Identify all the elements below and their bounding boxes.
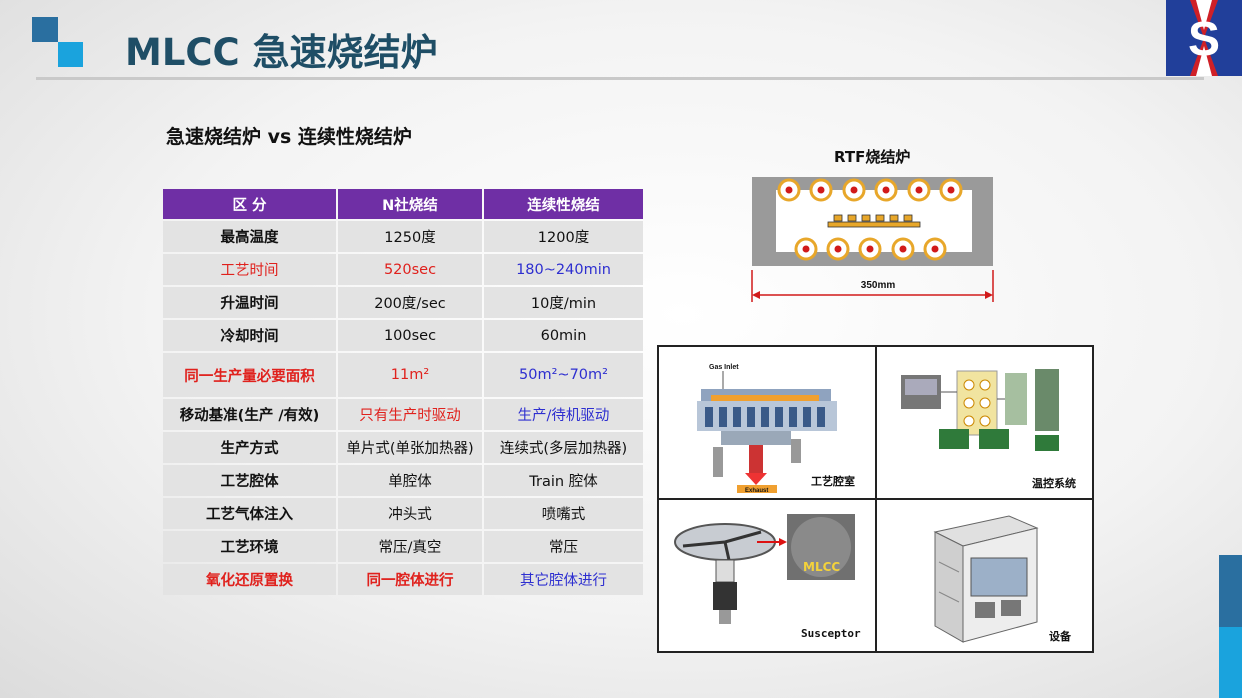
table-row: 同一生产量必要面积 11m² 50m²~70m² (163, 353, 643, 397)
temperature-control-image (901, 369, 1059, 451)
row-label: 工艺气体注入 (163, 498, 336, 529)
table-header-row: 区 分 N社烧结 连续性烧结 (163, 189, 643, 219)
row-label: 氧化还原置换 (163, 564, 336, 595)
page-title: MLCC 急速烧结炉 (125, 31, 438, 74)
row-label: 移动基准(生产 /有效) (163, 399, 336, 430)
row-value-b: 180~240min (484, 254, 643, 285)
equipment-image (933, 515, 1039, 643)
row-value-a: 11m² (338, 353, 482, 397)
table-row: 冷却时间 100sec 60min (163, 320, 643, 351)
table-row: 工艺环境 常压/真空 常压 (163, 531, 643, 562)
row-label: 同一生产量必要面积 (163, 353, 336, 397)
table-row: 工艺时间 520sec 180~240min (163, 254, 643, 285)
table-row: 生产方式 单片式(单张加热器) 连续式(多层加热器) (163, 432, 643, 463)
top-heater-lamps (777, 178, 963, 202)
row-value-a: 常压/真空 (338, 531, 482, 562)
row-value-b: 50m²~70m² (484, 353, 643, 397)
row-value-a: 同一腔体进行 (338, 564, 482, 595)
table-row: 工艺腔体 单腔体 Train 腔体 (163, 465, 643, 496)
svg-text:S: S (1188, 13, 1220, 66)
table-row: 移动基准(生产 /有效) 只有生产时驱动 生产/待机驱动 (163, 399, 643, 430)
row-value-b: 连续式(多层加热器) (484, 432, 643, 463)
row-value-a: 1250度 (338, 221, 482, 252)
caption-temperature-control: 温控系统 (1032, 477, 1076, 490)
header-continuous-sintering: 连续性烧结 (484, 189, 643, 219)
row-value-a: 单腔体 (338, 465, 482, 496)
logo-square-dark (32, 17, 58, 42)
row-value-a: 200度/sec (338, 287, 482, 318)
susceptor-image (674, 514, 855, 624)
decorative-bar-light (1219, 627, 1242, 698)
row-label: 升温时间 (163, 287, 336, 318)
section-subtitle: 急速烧结炉 vs 连续性烧结炉 (166, 126, 412, 148)
row-value-a: 520sec (338, 254, 482, 285)
row-label: 工艺时间 (163, 254, 336, 285)
row-value-b: 10度/min (484, 287, 643, 318)
mlcc-label: MLCC (803, 560, 841, 574)
table-row: 氧化还原置换 同一腔体进行 其它腔体进行 (163, 564, 643, 595)
comparison-table: 区 分 N社烧结 连续性烧结 最高温度 1250度 1200度 工艺时间 520… (161, 187, 645, 597)
row-value-b: 60min (484, 320, 643, 351)
process-chamber-image: Gas Inlet Exhaust (697, 364, 837, 494)
svg-text:Gas Inlet: Gas Inlet (709, 364, 739, 371)
substrate-tray (827, 214, 921, 228)
row-value-b: 生产/待机驱动 (484, 399, 643, 430)
row-value-b: 喷嘴式 (484, 498, 643, 529)
row-label: 冷却时间 (163, 320, 336, 351)
decorative-bar-dark (1219, 555, 1242, 627)
title-divider (36, 77, 1204, 80)
row-value-b: 1200度 (484, 221, 643, 252)
row-label: 工艺腔体 (163, 465, 336, 496)
dimension-arrow (751, 270, 994, 302)
row-value-a: 冲头式 (338, 498, 482, 529)
row-label: 最高温度 (163, 221, 336, 252)
row-value-b: Train 腔体 (484, 465, 643, 496)
row-value-b: 其它腔体进行 (484, 564, 643, 595)
bottom-heater-lamps (794, 237, 947, 261)
header-n-sintering: N社烧结 (338, 189, 482, 219)
row-value-a: 只有生产时驱动 (338, 399, 482, 430)
caption-susceptor: Susceptor (801, 627, 861, 640)
row-label: 生产方式 (163, 432, 336, 463)
row-label: 工艺环境 (163, 531, 336, 562)
row-value-a: 100sec (338, 320, 482, 351)
caption-equipment: 设备 (1049, 630, 1071, 643)
caption-process-chamber: 工艺腔室 (811, 475, 855, 488)
logo-square-light (58, 42, 83, 67)
header-category: 区 分 (163, 189, 336, 219)
table-row: 最高温度 1250度 1200度 (163, 221, 643, 252)
svg-text:Exhaust: Exhaust (745, 488, 768, 494)
dimension-label: 350mm (861, 280, 896, 291)
row-value-a: 单片式(单张加热器) (338, 432, 482, 463)
equipment-photo-grid: Gas Inlet Exhaust 工艺腔室 (657, 345, 1094, 653)
table-row: 工艺气体注入 冲头式 喷嘴式 (163, 498, 643, 529)
brand-logo-icon: S (1166, 0, 1242, 76)
rtf-furnace-diagram: 350mm (751, 177, 994, 302)
table-row: 升温时间 200度/sec 10度/min (163, 287, 643, 318)
row-value-b: 常压 (484, 531, 643, 562)
rtf-diagram-title: RTF烧结炉 (834, 148, 911, 166)
